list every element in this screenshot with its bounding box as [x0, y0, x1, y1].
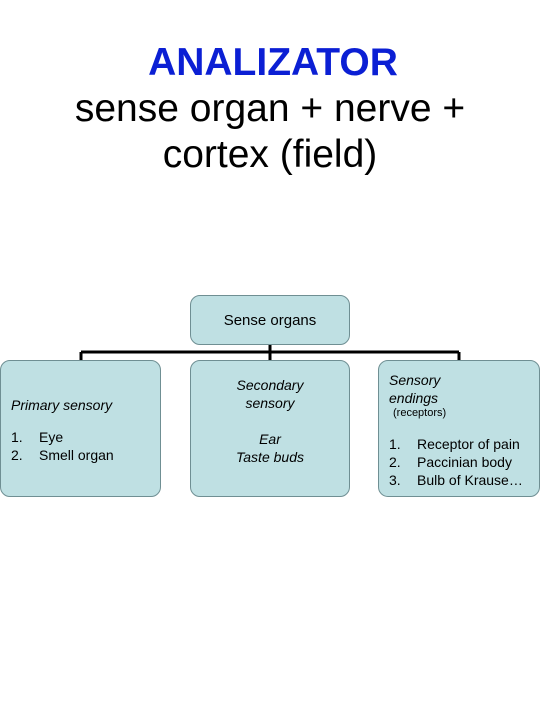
node-sense-organs: Sense organs	[190, 295, 350, 345]
list-item-text: Paccinian body	[417, 454, 512, 470]
node-sensory-endings: Sensory endings (receptors) 1. Receptor o…	[378, 360, 540, 497]
node-endings-heading-line-1: Sensory	[389, 372, 441, 388]
subtitle-line-2: cortex (field)	[162, 133, 378, 176]
node-secondary-heading: Secondary sensory	[191, 376, 349, 412]
list-item-number: 1.	[11, 429, 23, 445]
list-item: 2. Paccinian body	[389, 453, 523, 471]
node-primary-sensory: Primary sensory 1. Eye 2. Smell organ	[0, 360, 161, 497]
subtitle-line-1: sense organ + nerve +	[74, 87, 466, 130]
node-secondary-heading-line-2: sensory	[245, 395, 295, 411]
node-endings-subheading: (receptors)	[393, 407, 447, 419]
page-title: ANALIZATOR	[148, 41, 398, 84]
node-secondary-list: Ear Taste buds	[191, 430, 349, 466]
node-sense-organs-label: Sense organs	[223, 311, 317, 329]
node-endings-list: 1. Receptor of pain 2. Paccinian body 3. Bu…	[389, 435, 523, 489]
list-item: Ear	[259, 431, 281, 447]
list-item-number: 1.	[389, 436, 401, 452]
list-item-text: Bulb of Krause…	[417, 472, 523, 488]
list-item-text: Eye	[39, 429, 64, 445]
list-item-number: 2.	[11, 447, 23, 463]
list-item: 1. Receptor of pain	[389, 435, 523, 453]
title-block: ANALIZATOR sense organ + nerve + cortex …	[0, 40, 540, 178]
node-secondary-sensory: Secondary sensory Ear Taste buds	[190, 360, 350, 497]
list-item: Taste buds	[236, 449, 304, 465]
list-item-text: Receptor of pain	[417, 436, 520, 452]
list-item: 2. Smell organ	[11, 446, 114, 464]
node-endings-heading-line-2: endings	[389, 390, 439, 406]
node-endings-heading: Sensory endings	[389, 371, 440, 407]
node-secondary-heading-line-1: Secondary	[236, 377, 304, 393]
list-item-number: 2.	[389, 454, 401, 470]
list-item: 3. Bulb of Krause…	[389, 471, 523, 489]
list-item-number: 3.	[389, 472, 401, 488]
list-item: 1. Eye	[11, 428, 114, 446]
node-primary-heading: Primary sensory	[11, 397, 113, 413]
node-primary-list: 1. Eye 2. Smell organ	[11, 428, 114, 464]
list-item-text: Smell organ	[39, 447, 114, 463]
